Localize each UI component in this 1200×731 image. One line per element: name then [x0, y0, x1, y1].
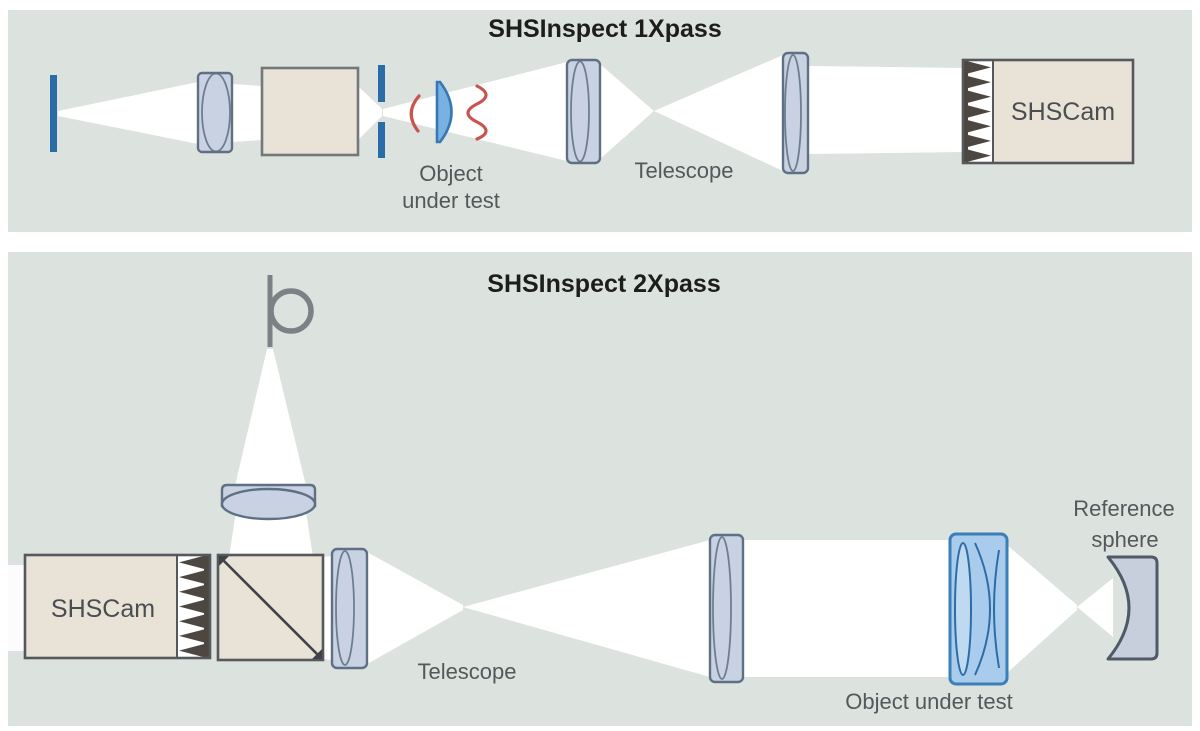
beam: [8, 565, 25, 651]
telescope-label: Telescope: [417, 659, 516, 684]
module-box: [260, 66, 360, 157]
wavefront-arc: [409, 94, 421, 133]
camera-label: SHSCam: [51, 595, 155, 623]
beam: [808, 66, 963, 154]
telescope-lens-1: [565, 58, 602, 165]
microlens-array-icon: [179, 555, 209, 658]
beam: [358, 86, 382, 140]
beam: [58, 82, 198, 144]
beam: [463, 540, 710, 677]
beam-path: [58, 55, 963, 171]
fiber-source-icon: [267, 275, 314, 347]
diagram-1xpass: SHSCam SHSInspect 1Xpass Object under te…: [50, 15, 1135, 213]
reference-label-line1: Reference: [1073, 496, 1175, 521]
panel-2xpass: SHSCam: [8, 252, 1192, 726]
shscam-camera: SHSCam: [961, 58, 1135, 165]
telescope-lens-1: [330, 547, 369, 670]
collimator-lens: [196, 71, 234, 154]
beam: [234, 349, 307, 490]
beam: [367, 552, 463, 664]
telescope-lens-2: [708, 533, 745, 684]
beam: [654, 55, 783, 171]
aperture: [378, 65, 385, 158]
diagram-2xpass: SHSCam: [8, 270, 1175, 714]
beam: [743, 540, 950, 677]
camera-label: SHSCam: [1011, 98, 1115, 126]
panel-title: SHSInspect 2Xpass: [487, 270, 720, 298]
reference-sphere-mirror: [1106, 555, 1159, 661]
telescope-label: Telescope: [634, 158, 733, 183]
beam: [1007, 545, 1077, 673]
beam: [1077, 578, 1113, 637]
microlens-array-icon: [963, 60, 991, 163]
telescope-lens-2: [781, 51, 810, 175]
beam: [383, 62, 567, 161]
object-label-line2: under test: [402, 188, 500, 213]
panel-1xpass: SHSCam SHSInspect 1Xpass Object under te…: [8, 10, 1192, 232]
object-label-line1: Object: [419, 161, 483, 186]
beam: [600, 64, 654, 159]
beamsplitter-cube: [216, 553, 325, 662]
aberrated-wavefront: [466, 84, 488, 141]
reference-label-line2: sphere: [1091, 527, 1158, 552]
panel-title: SHSInspect 1Xpass: [488, 15, 721, 43]
object-under-test-lens: [435, 80, 453, 144]
collimator-lens: [220, 483, 317, 521]
beam: [229, 512, 313, 557]
shscam-camera: SHSCam: [23, 553, 212, 660]
object-label: Object under test: [845, 689, 1013, 714]
object-under-test-assembly: [948, 532, 1009, 686]
light-source-bar: [50, 75, 57, 152]
beam: [232, 84, 262, 142]
